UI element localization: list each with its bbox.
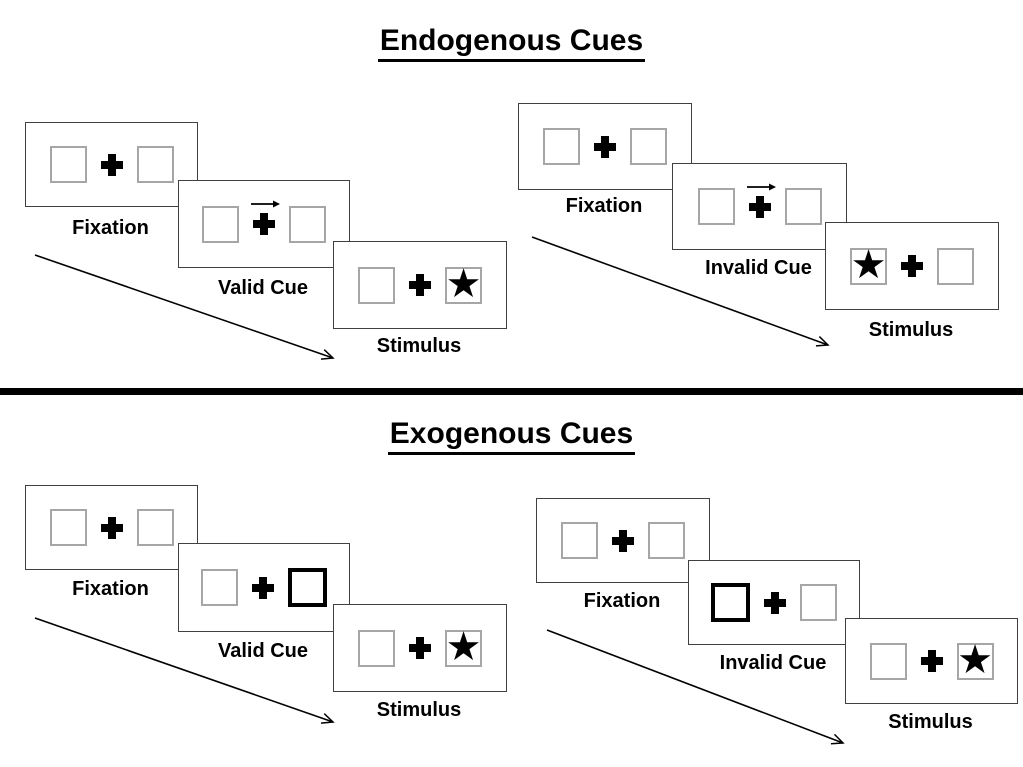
fixation-cross-icon [253,213,275,235]
left-target-box: ★ [850,241,887,288]
right-placeholder-box [136,509,174,546]
left-highlighted-cue-box [711,583,750,622]
fixation-cross-icon [100,516,123,539]
exogenous-valid-fixation-card [25,485,198,570]
star-icon: ★ [957,636,993,683]
step-label-fixation: Fixation [583,590,661,612]
step-label-stimulus: Stimulus [376,699,462,721]
step-label-valid-cue: Valid Cue [217,277,309,299]
fixation-cross-icon [920,650,943,672]
right-placeholder-box [784,188,822,225]
step-label-valid-cue: Valid Cue [217,640,309,662]
fixation-cross-icon [252,576,274,599]
star-icon: ★ [850,241,887,288]
left-placeholder-box [561,522,598,559]
left-placeholder-box [49,509,87,546]
fixation-cross-icon [748,195,771,218]
step-label-invalid-cue: Invalid Cue [719,652,827,674]
exogenous-invalid-fixation-card [536,498,710,583]
endogenous-invalid-stimulus-card: ★ [825,222,999,310]
exogenous-invalid-stimulus-card: ★ [845,618,1018,704]
fixation-cross-icon [594,135,616,158]
exogenous-section-title-text: Exogenous Cues [387,417,636,455]
left-placeholder-box [869,642,907,680]
step-label-fixation: Fixation [72,217,149,239]
section-divider [0,388,1023,395]
timeline-arrow [546,629,845,745]
endogenous-invalid-cue-card [672,163,847,250]
left-placeholder-box [697,188,735,225]
timeline-arrow [34,254,335,360]
exogenous-section-title: Exogenous Cues [0,417,1023,455]
right-placeholder-box [800,584,837,621]
endogenous-section-title: Endogenous Cues [0,24,1023,62]
endogenous-invalid-fixation-card [518,103,692,190]
endogenous-valid-fixation-card [25,122,198,207]
exogenous-valid-stimulus-card: ★ [333,604,507,692]
left-placeholder-box [358,266,395,304]
left-placeholder-box [202,205,239,243]
exogenous-invalid-cue-card [688,560,860,645]
fixation-cross-icon [100,153,123,176]
left-placeholder-box [201,569,238,606]
step-label-stimulus: Stimulus [868,319,954,341]
right-placeholder-box [136,146,174,183]
right-placeholder-box [648,522,685,559]
left-placeholder-box [543,128,580,165]
right-highlighted-cue-box [288,568,327,607]
star-icon: ★ [445,623,482,670]
fixation-cross-icon [764,591,786,614]
step-label-fixation: Fixation [565,195,643,217]
right-target-box: ★ [445,260,482,307]
step-label-invalid-cue: Invalid Cue [705,257,812,279]
step-label-fixation: Fixation [72,578,149,600]
right-arrow-cue-icon [251,200,280,208]
right-target-box: ★ [445,623,482,670]
right-placeholder-box [630,128,667,165]
right-target-box: ★ [956,636,994,683]
left-placeholder-box [358,629,395,667]
fixation-cross-icon [612,529,634,552]
timeline-arrow [531,236,830,347]
star-icon: ★ [445,260,482,307]
right-placeholder-box [289,205,326,243]
fixation-cross-icon [409,637,431,659]
fixation-cross-icon [901,255,923,277]
left-placeholder-box [49,146,87,183]
right-placeholder-box [937,247,974,285]
endogenous-section-title-text: Endogenous Cues [377,24,646,62]
step-label-stimulus: Stimulus [376,335,462,357]
timeline-arrow [34,617,335,724]
right-arrow-cue-icon [746,183,776,190]
exogenous-valid-cue-card [178,543,350,632]
endogenous-valid-cue-card [178,180,350,268]
endogenous-valid-stimulus-card: ★ [333,241,507,329]
step-label-stimulus: Stimulus [888,711,973,733]
fixation-cross-icon [409,274,431,296]
